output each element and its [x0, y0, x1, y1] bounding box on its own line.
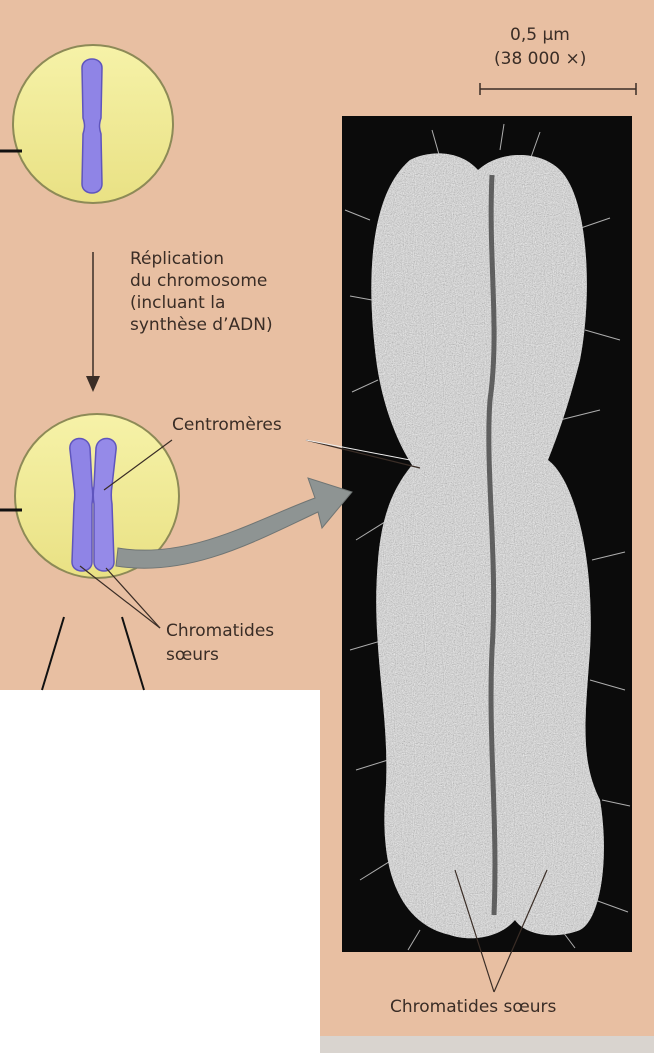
- bottom-strip: [320, 1036, 654, 1053]
- replication-line-3: (incluant la: [130, 292, 273, 314]
- sister-chromatids-label-line-1: Chromatides: [166, 620, 274, 642]
- cell-before-replication: [13, 45, 173, 203]
- replication-line-1: Réplication: [130, 248, 273, 270]
- sister-chromatids-label-line-2: sœurs: [166, 644, 219, 666]
- centromeres-label: Centromères: [172, 414, 282, 436]
- sister-chromatid-left: [70, 438, 93, 571]
- single-chromosome: [82, 59, 102, 193]
- micrograph-texture: [371, 153, 604, 938]
- sister-chromatid-right: [93, 438, 116, 571]
- replication-step-text: Réplication du chromosome (incluant la s…: [130, 248, 273, 336]
- photo-sister-chromatids-label: Chromatides sœurs: [390, 996, 556, 1018]
- replication-line-4: synthèse d’ADN): [130, 314, 273, 336]
- replication-line-2: du chromosome: [130, 270, 273, 292]
- scale-magnification: (38 000 ×): [494, 48, 586, 70]
- scale-length: 0,5 µm: [510, 24, 570, 46]
